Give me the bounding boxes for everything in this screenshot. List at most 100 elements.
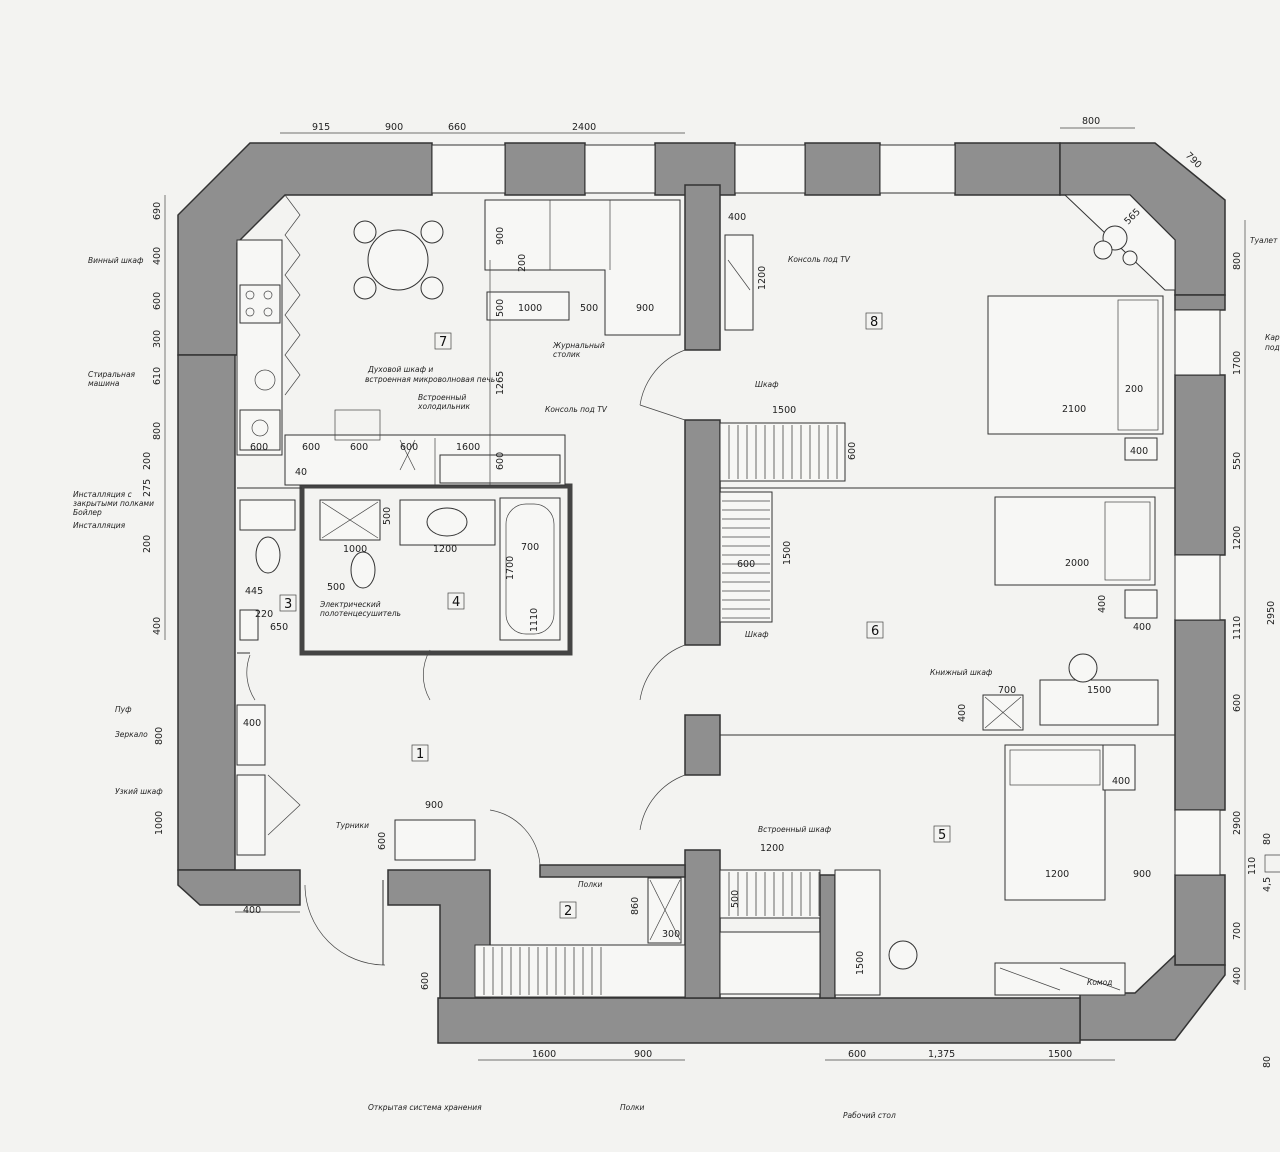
dim-1000-bath: 1000 [343, 544, 367, 555]
dim-left-400b: 400 [152, 617, 163, 635]
dim-left-610: 610 [152, 367, 163, 385]
label-pouf: Пуф [115, 705, 132, 714]
dim-right-1110: 1110 [1232, 616, 1243, 640]
dim-200-bed8: 200 [1125, 384, 1143, 395]
dim-1110-tub: 1110 [529, 608, 540, 632]
label-right-cut-1: Кар [1265, 333, 1280, 342]
label-oven-2: встроенная микроволновая печь [365, 375, 495, 384]
dim-right-1200: 1200 [1232, 526, 1243, 550]
dim-500-wardrobe5: 500 [730, 890, 741, 908]
dim-1500-desk6: 1500 [1087, 685, 1111, 696]
dim-500-sofa-b: 500 [580, 303, 598, 314]
label-right-cut-2: под [1265, 343, 1280, 352]
label-toilet-right: Туалет [1250, 236, 1278, 245]
dim-1000-narrow: 1000 [154, 811, 165, 835]
kitchen-living [236, 194, 681, 486]
bedroom-8 [719, 194, 1176, 482]
dim-1200-console-bed: 1200 [757, 266, 768, 290]
partitions [237, 483, 1175, 736]
room-2: 2 [564, 904, 572, 919]
dim-left-800: 800 [152, 422, 163, 440]
dim-1500-wardrobe8: 1500 [772, 405, 796, 416]
dim-bottom-1375: 1,375 [928, 1049, 955, 1060]
label-mirror: Зеркало [115, 730, 148, 739]
dim-left-600: 600 [152, 292, 163, 310]
dim-600-sink: 600 [250, 442, 268, 453]
dim-right-2950: 2950 [1266, 601, 1277, 625]
label-boiler: Бойлер [73, 508, 102, 517]
dim-bottom-1600: 1600 [532, 1049, 556, 1060]
dim-bottom-600b: 600 [848, 1049, 866, 1060]
label-bookcase: Книжный шкаф [930, 668, 993, 677]
dim-400-console-bed: 400 [728, 212, 746, 223]
dim-right-110: 110 [1247, 857, 1258, 875]
dim-left-275: 275 [142, 479, 153, 497]
room-5: 5 [938, 828, 946, 843]
dim-700-tub: 700 [521, 542, 539, 553]
room-8: 8 [870, 315, 878, 330]
dim-900-rail: 900 [425, 800, 443, 811]
dim-1265: 1265 [495, 371, 506, 395]
dim-400-nightstand6a: 400 [1097, 595, 1108, 613]
label-towel-dryer-1: Электрический [319, 600, 381, 609]
dim-600-console: 600 [495, 452, 506, 470]
room-6: 6 [871, 624, 879, 639]
label-towel-dryer-2: полотенцесушитель [320, 609, 401, 618]
dim-400-bookcase: 400 [957, 704, 968, 722]
room-1: 1 [416, 747, 424, 762]
dim-650: 650 [270, 622, 288, 633]
doors [246, 349, 686, 966]
dim-1200-wardrobe5: 1200 [760, 843, 784, 854]
dim-bottom-1500: 1500 [1048, 1049, 1072, 1060]
label-rail: Турники [336, 821, 369, 830]
dim-top-915: 915 [312, 122, 330, 133]
dim-right-400: 400 [1232, 967, 1243, 985]
dim-bottom-600: 600 [420, 972, 431, 990]
left-dimensions: 690 400 600 300 610 800 200 275 200 400 [142, 202, 163, 635]
room-3: 3 [284, 597, 292, 612]
bathrooms [239, 497, 561, 641]
dim-500-bath-b: 500 [327, 582, 345, 593]
label-install-1: Инсталляция с [73, 490, 133, 499]
furniture-labels: Винный шкаф Стиральная машина Духовой шк… [73, 236, 1280, 1120]
dim-right-45: 4,5 [1262, 877, 1273, 892]
dim-500-bath: 500 [382, 507, 393, 525]
dim-1500-desk5: 1500 [855, 951, 866, 975]
dim-right-1700: 1700 [1232, 351, 1243, 375]
dim-right-550: 550 [1232, 452, 1243, 470]
dim-bottom-400: 400 [243, 905, 261, 916]
room-4: 4 [452, 595, 460, 610]
dim-800-mirror: 800 [154, 727, 165, 745]
dim-left-400: 400 [152, 247, 163, 265]
dim-top-900: 900 [385, 122, 403, 133]
dim-500-table: 500 [495, 299, 506, 317]
dim-220: 220 [255, 609, 273, 620]
dim-right-800: 800 [1232, 252, 1243, 270]
bedroom-5 [719, 744, 1136, 996]
dim-1200-bed5: 1200 [1045, 869, 1069, 880]
dim-900-sofa: 900 [495, 227, 506, 245]
dim-left-300: 300 [152, 330, 163, 348]
dim-445: 445 [245, 586, 263, 597]
dim-600-k3: 600 [400, 442, 418, 453]
label-washing-machine-1: Стиральная [88, 370, 136, 379]
label-wardrobe-top: Шкаф [755, 380, 779, 389]
dim-1200-bath: 1200 [433, 544, 457, 555]
label-fridge-1: Встроенный [418, 393, 466, 402]
label-console-tv-living: Консоль под TV [545, 405, 608, 414]
dim-600-k1: 600 [302, 442, 320, 453]
dim-2000-bed6: 2000 [1065, 558, 1089, 569]
dim-top-800: 800 [1082, 116, 1100, 127]
dim-200-sofa: 200 [517, 254, 528, 272]
dim-700-bookcase: 700 [998, 685, 1016, 696]
label-oven-1: Духовой шкаф и [367, 365, 433, 374]
windows [431, 144, 1221, 876]
exterior-walls [177, 142, 1226, 1044]
dim-860-shelves: 860 [630, 897, 641, 915]
dim-600-wardrobe8: 600 [847, 442, 858, 460]
right-dimensions: 800 1700 550 1200 2950 1110 600 2900 700… [1232, 252, 1277, 1068]
dim-left-200: 200 [142, 452, 153, 470]
dim-600-k2: 600 [350, 442, 368, 453]
label-shelves-bottom: Полки [620, 1103, 645, 1112]
